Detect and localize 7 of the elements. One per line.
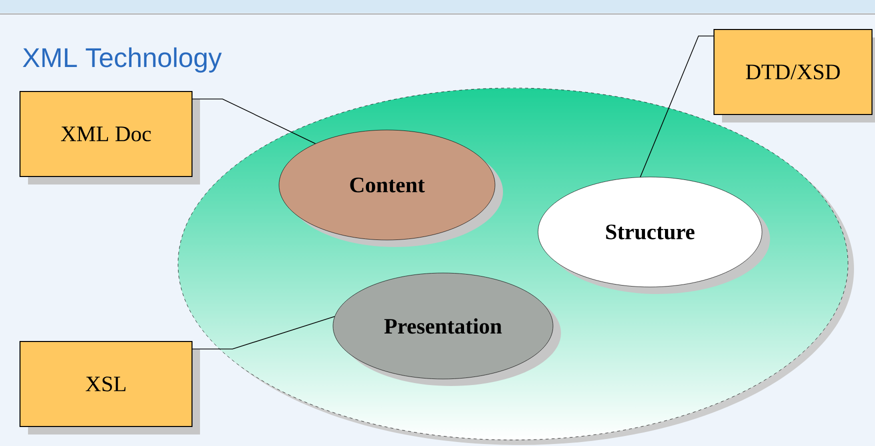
leader-line: [640, 36, 714, 178]
leader-line: [192, 316, 335, 350]
leader-line: [192, 98, 316, 144]
title: XML Technology: [22, 47, 222, 73]
text-box: XML Doc: [20, 91, 200, 184]
text-box: XSL: [20, 341, 200, 434]
text-box: DTD/XSD: [714, 29, 875, 122]
